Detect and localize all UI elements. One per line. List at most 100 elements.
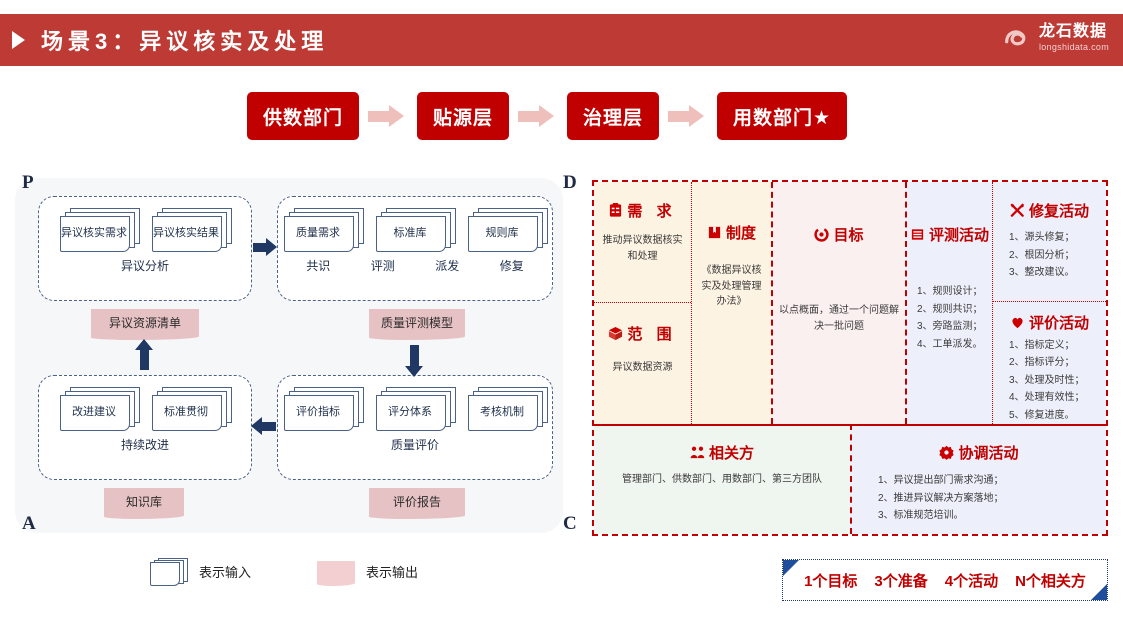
input-card[interactable]: 异议核实需求 <box>60 208 140 252</box>
input-card[interactable]: 标准库 <box>376 208 456 252</box>
input-card[interactable]: 标准贯彻 <box>152 387 232 431</box>
arrow-plan-to-do-icon <box>253 243 267 252</box>
pdca-letter-a: A <box>22 513 36 534</box>
book-icon <box>708 226 721 239</box>
coordinate-title: 协调活动 <box>958 445 1019 462</box>
flow-step-4[interactable]: 用数部门★ <box>717 92 848 140</box>
repair-title-row: 修复活动 <box>1010 200 1089 221</box>
card-label: 标准库 <box>393 226 427 239</box>
people-icon <box>690 446 705 459</box>
panel-block-goal[interactable]: 目标 以点概面，通过一个问题解决一批问题 <box>771 182 905 424</box>
legend: 表示输入 表示输出 <box>150 558 419 586</box>
list-item: 5、修复进度。 <box>1009 409 1075 421</box>
input-card[interactable]: 考核机制 <box>468 387 548 431</box>
arrow-head-icon <box>135 339 153 350</box>
output-flag: 知识库 <box>104 488 184 519</box>
panel-block-repair[interactable]: 修复活动 1、源头修复； 2、根因分析； 3、整改建议。 <box>993 182 1106 301</box>
flow-arrow-1-icon <box>368 105 408 127</box>
output-flag: 评价报告 <box>369 488 465 519</box>
legend-output-label: 表示输出 <box>366 564 419 580</box>
logo-domain: longshidata.com <box>1038 42 1109 52</box>
appraise-title: 评价活动 <box>1028 314 1089 332</box>
list-item: 3、处理及时性； <box>1009 374 1085 386</box>
flow-step-1[interactable]: 供数部门 <box>247 92 360 140</box>
list-icon <box>911 229 924 240</box>
list-item: 4、工单派发。 <box>917 338 983 350</box>
summary-item: N个相关方 <box>1015 572 1086 590</box>
stakeholders-title-row: 相关方 <box>690 442 754 463</box>
card-label: 标准贯彻 <box>164 405 208 418</box>
stacked-cards-icon <box>150 558 188 586</box>
list-item: 3、旁路监测； <box>917 321 983 332</box>
card-group: 改进建议 标准贯彻 <box>39 387 251 431</box>
panel-block-evaluate[interactable]: 评测活动 1、规则设计； 2、规则共识； 3、旁路监测； 4、工单派发。 <box>905 182 992 424</box>
card-group: 评价指标 评分体系 考核机制 <box>278 387 552 431</box>
quadrant-subtitle: 持续改进 <box>120 438 169 452</box>
scope-title: 范 围 <box>627 325 677 343</box>
repair-list: 1、源头修复； 2、根因分析； 3、整改建议。 <box>993 229 1075 282</box>
input-card[interactable]: 评价指标 <box>284 387 364 431</box>
stakeholders-text: 管理部门、供数部门、用数部门、第三方团队 <box>622 474 822 485</box>
list-item: 1、指标定义； <box>1009 339 1075 351</box>
system-title-row: 制度 <box>707 222 756 243</box>
demand-title-row: 需 求 <box>608 200 676 221</box>
card-label: 评价指标 <box>296 405 340 418</box>
arrow-head-icon <box>405 366 423 377</box>
arrow-head-icon <box>251 417 262 435</box>
input-card[interactable]: 异议核实结果 <box>152 208 232 252</box>
clipboard-check-icon <box>610 203 622 217</box>
process-flow: 供数部门 贴源层 治理层 用数部门★ <box>247 92 848 140</box>
demand-title: 需 求 <box>627 203 677 220</box>
panel-block-scope[interactable]: 范 围 异议数据资源 <box>594 301 691 425</box>
cube-icon <box>609 326 623 340</box>
panel-block-system[interactable]: 制度 《数据异议核实及处理管理办法》 <box>691 182 771 424</box>
flow-step-2[interactable]: 贴源层 <box>417 92 510 140</box>
panel-top-row: 需 求 推动异议数据核实和处理 范 围 异议数据资源 <box>594 182 1106 424</box>
step-label: 评测 <box>370 259 395 273</box>
stakeholders-title: 相关方 <box>708 445 754 462</box>
panel-block-stakeholders[interactable]: 相关方 管理部门、供数部门、用数部门、第三方团队 <box>594 424 850 534</box>
gear-icon <box>939 445 955 460</box>
input-card[interactable]: 质量需求 <box>284 208 364 252</box>
step-label: 派发 <box>435 259 460 273</box>
scope-title-row: 范 围 <box>608 323 676 344</box>
card-label: 改进建议 <box>72 405 116 418</box>
quadrant-check[interactable]: 评价指标 评分体系 考核机制 质量评价 <box>277 375 553 480</box>
panel-block-coordinate[interactable]: 协调活动 1、异议提出部门需求沟通； 2、推进异议解决方案落地； 3、标准规范培… <box>850 424 1106 534</box>
goal-title: 目标 <box>833 227 864 244</box>
card-label: 异议核实需求 <box>61 226 127 239</box>
panel-block-demand[interactable]: 需 求 推动异议数据核实和处理 <box>594 182 691 302</box>
list-item: 3、标准规范培训。 <box>878 510 964 521</box>
arrow-head-icon <box>266 238 277 256</box>
flow-arrow-3-icon <box>668 105 708 127</box>
input-card[interactable]: 改进建议 <box>60 387 140 431</box>
output-flag: 质量评测模型 <box>369 309 465 340</box>
card-label: 质量需求 <box>296 226 340 239</box>
heart-icon <box>1012 317 1023 328</box>
card-label: 规则库 <box>485 226 519 239</box>
list-item: 2、指标评分； <box>1009 357 1075 368</box>
list-item: 1、规则设计； <box>917 286 983 297</box>
system-title: 制度 <box>725 225 756 242</box>
pink-banner-icon <box>317 560 356 586</box>
evaluate-title-row: 评测活动 <box>910 224 989 245</box>
quadrant-plan[interactable]: 异议核实需求 异议核实结果 异议分析 <box>38 196 252 301</box>
quadrant-act[interactable]: 改进建议 标准贯彻 持续改进 <box>38 375 252 480</box>
quadrant-do[interactable]: 质量需求 标准库 规则库 共识 评测 派发 修复 <box>277 196 553 301</box>
corner-triangle-icon <box>783 560 799 576</box>
list-item: 1、异议提出部门需求沟通； <box>878 475 1004 486</box>
coordinate-list: 1、异议提出部门需求沟通； 2、推进异议解决方案落地； 3、标准规范培训。 <box>852 472 1004 525</box>
flow-step-3[interactable]: 治理层 <box>567 92 660 140</box>
input-card[interactable]: 评分体系 <box>376 387 456 431</box>
corner-triangle-icon <box>1091 584 1107 600</box>
scope-text: 异议数据资源 <box>612 361 673 373</box>
input-card[interactable]: 规则库 <box>468 208 548 252</box>
panel-col-repair-appraise: 修复活动 1、源头修复； 2、根因分析； 3、整改建议。 评价活动 <box>992 182 1106 424</box>
management-panel: 需 求 推动异议数据核实和处理 范 围 异议数据资源 <box>592 180 1108 536</box>
evaluate-list: 1、规则设计； 2、规则共识； 3、旁路监测； 4、工单派发。 <box>907 283 983 353</box>
list-item: 3、整改建议。 <box>1009 267 1075 278</box>
list-item: 2、规则共识； <box>917 303 983 315</box>
panel-block-appraise[interactable]: 评价活动 1、指标定义； 2、指标评分； 3、处理及时性； 4、处理有效性； 5… <box>993 300 1106 425</box>
step-label: 修复 <box>499 259 524 273</box>
